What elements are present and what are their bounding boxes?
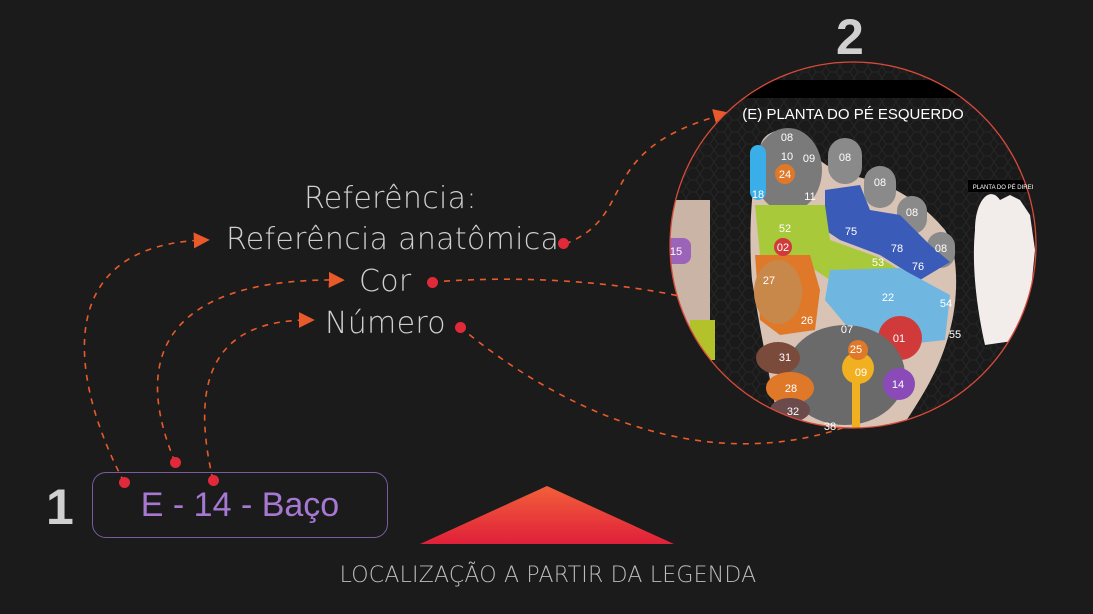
map-number: 53	[872, 257, 884, 269]
map-number: 18	[752, 189, 764, 201]
anatomical-dot	[558, 238, 569, 249]
map-number: 08	[781, 132, 793, 144]
arrow-number-to-map	[459, 326, 887, 445]
map-title: (E) PLANTA DO PÉ ESQUERDO	[742, 106, 963, 123]
map-number: 14	[892, 379, 904, 391]
label-dot-number	[208, 475, 219, 486]
legend-label-box: E - 14 - Baço	[92, 472, 388, 538]
map-number: 08	[935, 243, 947, 255]
map-number: 52	[779, 223, 791, 235]
map-number: 01	[893, 333, 905, 345]
label-dot-anatomical	[119, 477, 130, 488]
arrow-to-map-title	[564, 109, 730, 245]
footer-caption: LOCALIZAÇÃO A PARTIR DA LEGENDA	[339, 563, 757, 588]
map-number: 02	[777, 242, 789, 254]
label-dot-color	[170, 457, 181, 468]
number-dot	[455, 322, 466, 333]
color-dot	[427, 277, 438, 288]
map-number: 28	[785, 383, 797, 395]
map-number: 76	[912, 261, 924, 273]
reference-anatomical: Referência anatômica	[226, 222, 560, 257]
step-one-number: 1	[46, 479, 74, 535]
map-number: 26	[801, 315, 813, 327]
map-number: 07	[841, 324, 853, 336]
map-number: 08	[839, 152, 851, 164]
map-number: 24	[779, 169, 791, 181]
map-number: 22	[882, 292, 894, 304]
map-number: 75	[845, 226, 857, 238]
map-number: 54	[940, 298, 952, 310]
map-number: 11	[804, 191, 815, 203]
map-small-title: PLANTA DO PÉ DIREI	[973, 184, 1034, 191]
map-number: 78	[891, 243, 903, 255]
map-number: 32	[787, 406, 799, 418]
reference-number: Número	[325, 306, 446, 341]
step-two-number: 2	[836, 9, 864, 65]
map-number: 09	[803, 153, 815, 165]
map-number: 09	[855, 367, 867, 379]
arrow-color	[156, 271, 345, 463]
map-number: 25	[850, 344, 862, 356]
map-number: 08	[874, 177, 886, 189]
map-number: 55	[949, 329, 961, 341]
reference-color: Cor	[359, 264, 412, 299]
map-number: 38	[824, 421, 836, 433]
map-number: 15	[670, 246, 682, 258]
map-number: 08	[906, 207, 918, 219]
reference-title: Referência:	[304, 181, 477, 216]
map-number: 10	[781, 151, 793, 163]
map-number: 31	[779, 352, 791, 364]
map-number: 27	[763, 275, 775, 287]
legend-label-text: E - 14 - Baço	[140, 485, 340, 524]
